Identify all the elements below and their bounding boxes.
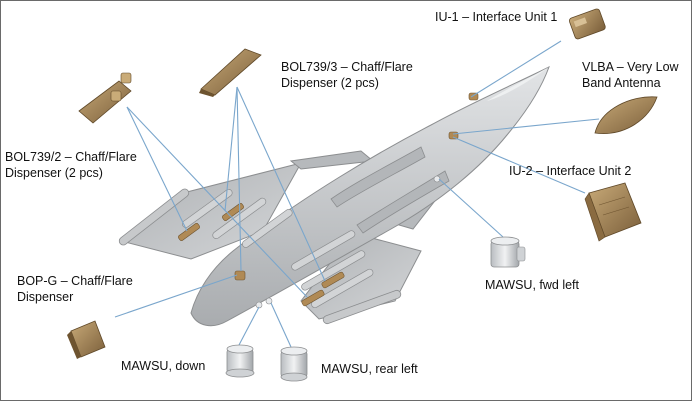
label-iu1: IU-1 – Interface Unit 1 — [435, 10, 558, 24]
label-bol739-2-line1: BOL739/2 – Chaff/Flare — [5, 150, 137, 164]
intake-right — [356, 170, 450, 234]
intake-left — [330, 146, 426, 208]
label-bol739-3-line1: BOL739/3 – Chaff/Flare — [281, 60, 413, 74]
label-mawsu-fwd: MAWSU, fwd left — [485, 278, 579, 292]
fuselage — [190, 65, 550, 327]
left-wingtip-rail — [118, 188, 190, 246]
bol739-3-dispenser — [199, 48, 262, 97]
bopg-dispenser — [67, 320, 106, 359]
label-vlba-line2: Band Antenna — [582, 76, 661, 90]
left-wing-stores — [182, 188, 293, 248]
label-vlba-line1: VLBA – Very Low — [582, 60, 679, 74]
label-bol739-2-line2: Dispenser (2 pcs) — [5, 166, 103, 180]
right-wing-stores — [291, 230, 374, 309]
label-bol739-3-line2: Dispenser (2 pcs) — [281, 76, 379, 90]
label-mawsu-down: MAWSU, down — [121, 359, 206, 373]
canard-upper — [289, 150, 375, 170]
label-mawsu-rear: MAWSU, rear left — [321, 362, 418, 376]
vlba-antenna — [594, 96, 658, 134]
label-iu2: IU-2 – Interface Unit 2 — [509, 164, 632, 178]
mawsu-down-sensor — [225, 344, 255, 378]
iu2-unit — [584, 182, 642, 242]
right-wingtip-rail — [322, 289, 402, 325]
fitted-dispensers — [178, 92, 479, 307]
iu1-unit — [568, 8, 606, 40]
label-bopg-line2: Dispenser — [17, 290, 74, 304]
label-bopg-line1: BOP-G – Chaff/Flare — [17, 274, 133, 288]
aircraft-body — [118, 65, 550, 327]
leader-lines — [114, 40, 600, 348]
left-wing — [119, 162, 303, 260]
fitted-sensors — [255, 175, 441, 309]
mawsu-fwd-sensor — [490, 236, 526, 268]
mawsu-rear-sensor — [280, 346, 308, 382]
nose-highlight — [487, 67, 549, 101]
bol739-2-dispenser — [78, 72, 132, 124]
